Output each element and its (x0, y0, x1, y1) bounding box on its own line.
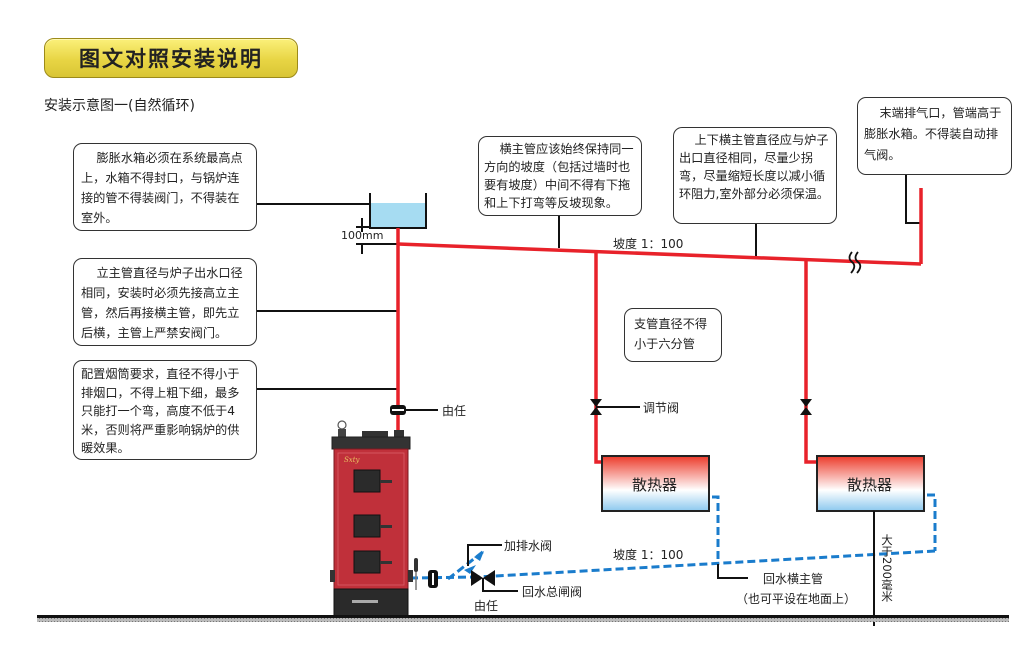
return-horizontal-main (477, 549, 936, 579)
label-drain-valve: 加排水阀 (504, 539, 553, 553)
union-fitting-bottom-icon (428, 570, 438, 588)
note-end-vent: 末端排气口，管端高于膨胀水箱。不得装自动排气阀。 (857, 97, 1012, 175)
boiler-brand: Sxty (344, 456, 361, 464)
label-regulating-valve: 调节阀 (643, 401, 680, 415)
label-slope-top: 坡度 1：100 (613, 237, 684, 251)
label-union-bottom: 由任 (474, 599, 499, 613)
radiator-2 (816, 455, 925, 512)
boiler-door-top (353, 469, 381, 493)
branch-pipe-1 (594, 252, 604, 464)
pipe-break-icon (848, 251, 862, 274)
drain-arrow-icon (464, 551, 484, 574)
ground-line (37, 615, 1009, 618)
return-gate-valve-icon (471, 570, 495, 586)
label-100mm: 100mm (341, 229, 384, 242)
boiler-base (333, 588, 409, 618)
boiler-door-middle (353, 514, 381, 538)
note-expansion-tank: 膨胀水箱必须在系统最高点上，水箱不得封口，与锅炉连接的管不得装阀门，不得装在室外… (73, 143, 257, 231)
branch-pipe-2 (804, 260, 819, 464)
boiler-door-bottom (353, 550, 381, 574)
regulating-valve-1-icon (590, 399, 602, 415)
label-clearance: 大于200毫米 (880, 534, 894, 602)
note-chimney: 配置烟筒要求，直径不得小于排烟口，不得上粗下细，最多只能打一个弯，高度不低于4米… (73, 360, 257, 460)
label-return-main-valve: 回水总闸阀 (522, 585, 583, 599)
return-branch-1 (712, 495, 720, 563)
boiler (330, 420, 418, 618)
note-branch-pipe: 支管直径不得小于六分管 (624, 308, 722, 362)
label-return-main-pipe: 回水横主管 (763, 572, 824, 586)
regulating-valve-2-icon (800, 399, 812, 415)
expansion-tank-water (370, 203, 426, 228)
label-return-main-pipe-note: （也可平设在地面上） (736, 592, 857, 606)
note-pipe-diameter: 上下横主管直径应与炉子出口直径相同，尽量少拐弯，尽量缩短长度以减小循环阻力,室外… (673, 127, 837, 224)
label-radiator-1: 散热器 (632, 476, 678, 494)
boiler-top (331, 436, 411, 450)
label-union-top: 由任 (442, 404, 467, 418)
label-slope-bottom: 坡度 1：100 (613, 548, 684, 562)
union-fitting-top-icon (390, 405, 438, 415)
leader-line-vent (905, 175, 921, 224)
supply-horizontal-main (397, 242, 922, 266)
label-radiator-2: 散热器 (847, 476, 893, 494)
diagram-subtitle: 安装示意图一(自然循环) (44, 98, 195, 114)
radiator-1 (601, 455, 710, 512)
note-riser-pipe: 立主管直径与炉子出水口径相同，安装时必须先接高立主管，然后再接横主管，即先立后横… (73, 258, 257, 346)
page-banner-title: 图文对照安装说明 (44, 38, 298, 78)
note-horizontal-slope: 横主管应该始终保持同一方向的坡度（包括过墙时也要有坡度）中间不得有下拖和上下打弯… (478, 136, 642, 216)
return-branch-2 (927, 493, 937, 551)
